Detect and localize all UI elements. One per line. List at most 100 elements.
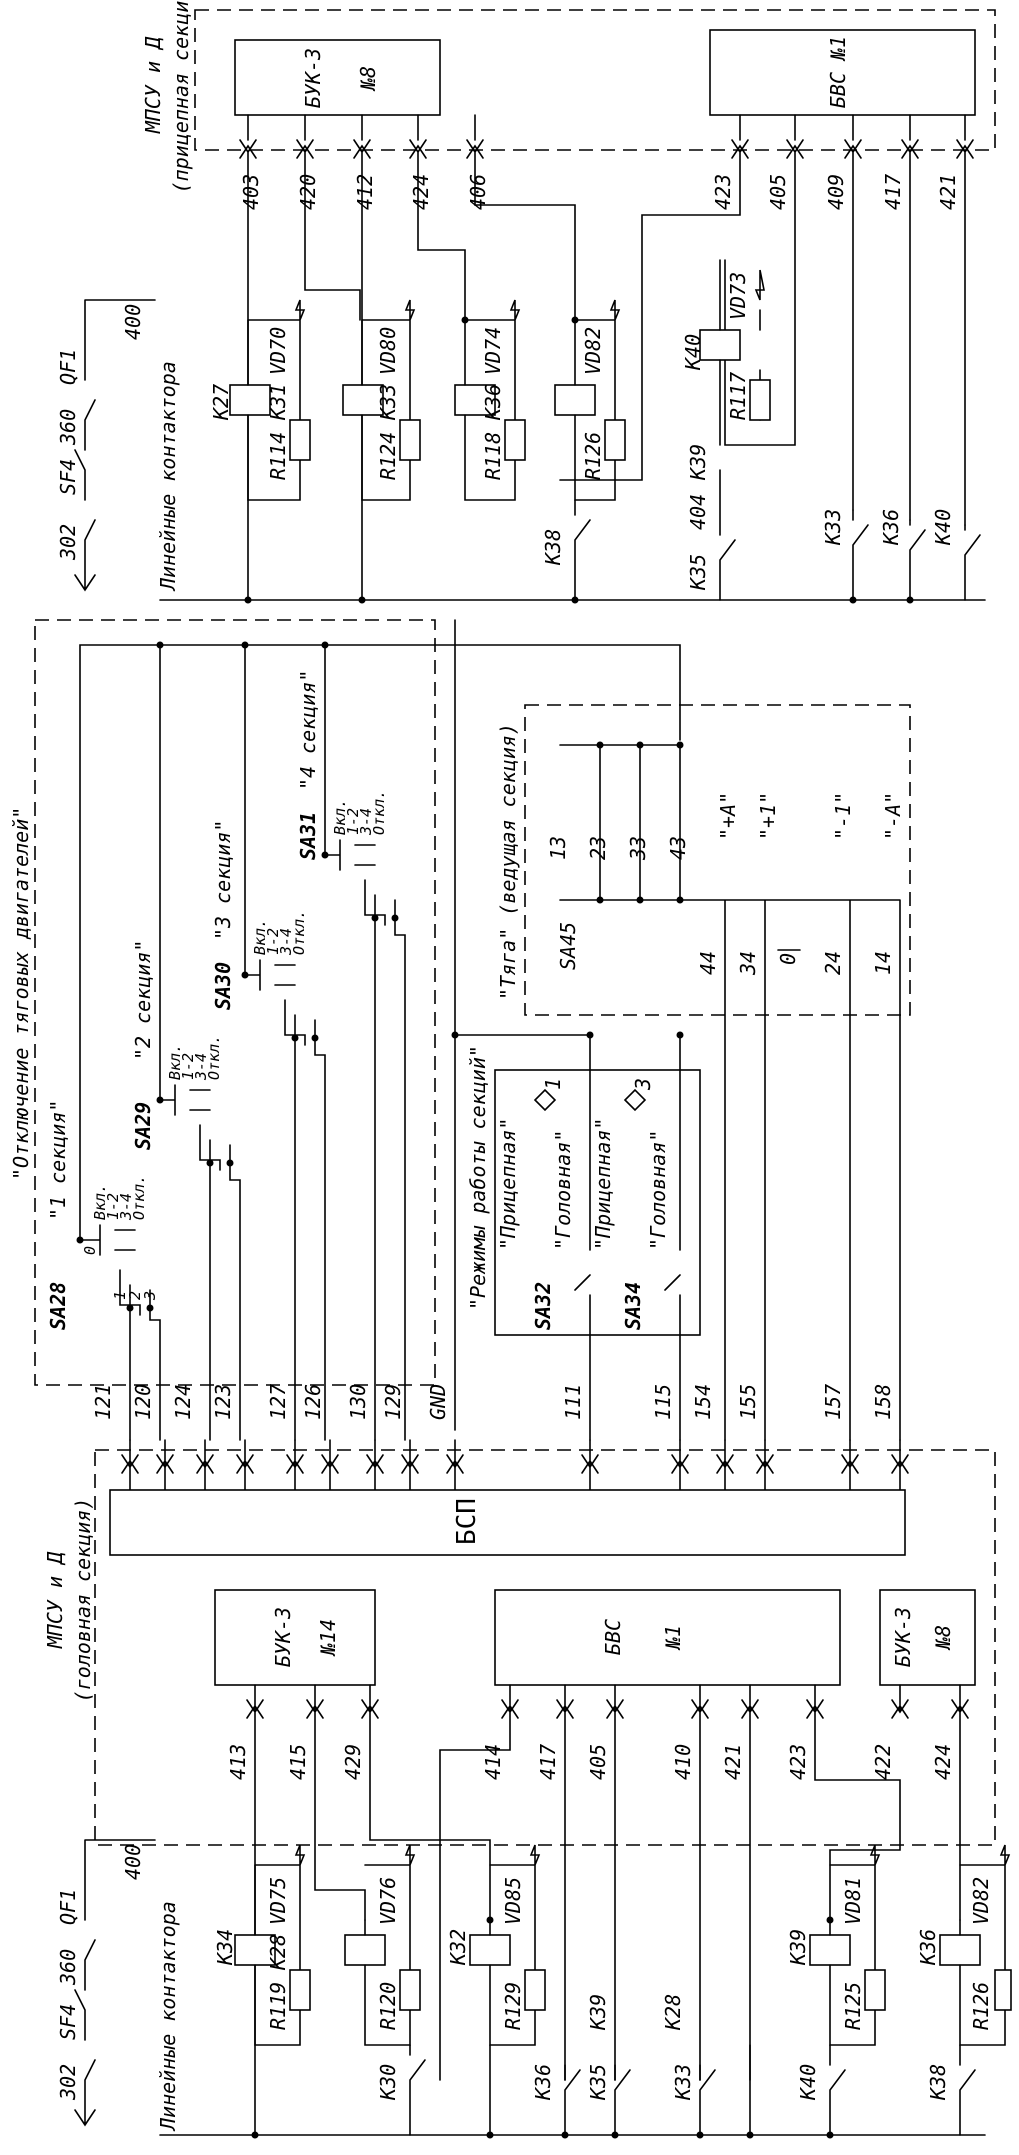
sa45-pos-plus1: "+1" xyxy=(756,792,780,840)
sa34-trailing: "Прицепная" xyxy=(591,1118,615,1250)
top-coil-3-kc: K36 xyxy=(481,384,505,421)
bottom-mpsu-box xyxy=(94,1449,996,1846)
bottom-bvs-box xyxy=(494,1589,841,1686)
top-k40-coil: K40 VD73 R117 xyxy=(681,259,771,446)
bottom-contact-k33: K33 xyxy=(671,2064,695,2101)
top-coil-4: VD82 R126 xyxy=(554,299,626,501)
bsp-wire-154: 154 xyxy=(691,1384,715,1420)
top-coil-3-vd: VD74 xyxy=(481,327,505,375)
top-term-405: 405 xyxy=(766,174,790,210)
sa45-23: 23 xyxy=(586,836,610,860)
sa34-name: SA34 xyxy=(621,1282,645,1330)
bsp-wire-157: 157 xyxy=(821,1384,845,1420)
bottom-sf4: SF4 xyxy=(56,2004,80,2040)
top-coil-2: VD80 K33 R124 xyxy=(342,299,421,501)
sa45-33: 33 xyxy=(626,836,650,861)
bottom-coil-3-vd: VD85 xyxy=(501,1877,525,1925)
top-buk3-box xyxy=(234,39,441,116)
bottom-bvs-name: БВС xyxy=(601,1619,625,1655)
top-coil-3-r: R118 xyxy=(481,432,505,480)
top-junctions xyxy=(244,316,914,604)
sa28-name: SA28 xyxy=(46,1282,70,1330)
bottom-buk3a-box xyxy=(214,1589,376,1686)
bottom-coil-4-k: K39 xyxy=(786,1929,810,1966)
sa28-pos-off: Откл. xyxy=(130,1175,148,1220)
motor-disable-label: "Отключение тяговых двигателей" xyxy=(9,807,33,1180)
top-k35: K35 xyxy=(686,554,710,591)
sa45-name: SA45 xyxy=(556,922,580,970)
modes-label: "Режимы работы секций" xyxy=(466,1045,490,1310)
bottom-contact-k30: K30 xyxy=(376,2064,400,2101)
sa31-pos-34: 3-4 xyxy=(357,808,375,836)
top-coil-1: K27 VD70 K31 R114 xyxy=(209,299,311,501)
sa31-section: "4 секция" xyxy=(296,670,320,790)
bottom-terminal-labels: 413 415 429 414 417 405 410 421 423 422 … xyxy=(226,1744,955,1780)
sa31-pos-off: Откл. xyxy=(370,790,388,835)
sa28-section: "1 секция" xyxy=(46,1100,70,1220)
sa45-44: 44 xyxy=(696,951,720,975)
sa29-section: "2 секция" xyxy=(131,940,155,1060)
middle-section: "Отключение тяговых двигателей" SA28 "1 … xyxy=(9,619,911,1441)
top-bvs-box xyxy=(709,29,976,116)
sa45-14: 14 xyxy=(871,951,895,975)
sa45-43: 43 xyxy=(666,836,690,860)
top-power-feed: 302 SF4 360 QF1 400 Линейные контактора xyxy=(56,299,986,601)
sa30-pos-12: 1-2 xyxy=(264,928,282,955)
top-term-403: 403 xyxy=(239,174,263,210)
top-coil-4-r: R126 xyxy=(581,432,605,480)
bottom-line-contactors-label: Линейные контактора xyxy=(156,1901,180,2132)
bottom-coil-1: K34 VD75 K28 R119 xyxy=(213,1844,311,2046)
sa30-pos-off: Откл. xyxy=(290,910,308,955)
top-bvs-name: БВС №1 xyxy=(826,36,850,108)
top-term-409: 409 xyxy=(824,174,848,210)
sa32-leading: "Головная" xyxy=(551,1130,575,1250)
bottom-term-429: 429 xyxy=(341,1744,365,1780)
top-contact-k36: K36 xyxy=(879,509,903,546)
mode-3-arrow-icon xyxy=(623,1088,647,1112)
bottom-contact-k36: K36 xyxy=(531,2064,555,2101)
bottom-buk3a-name: БУК-3 xyxy=(271,1607,295,1667)
bottom-junctions xyxy=(251,1916,834,2139)
sa28-pos-12: 1-2 xyxy=(104,1193,122,1220)
bottom-buk3a-num: №14 xyxy=(316,1619,340,1657)
top-terminal-labels: 403 420 412 424 406 423 405 409 417 421 xyxy=(239,174,960,210)
sa28-pos-34: 3-4 xyxy=(117,1193,135,1221)
bsp-wire-124: 124 xyxy=(171,1384,195,1420)
sa45-0: 0 xyxy=(776,953,800,965)
top-term-423: 423 xyxy=(711,174,735,210)
sa45-13: 13 xyxy=(546,836,570,860)
top-term-420: 420 xyxy=(296,174,320,210)
bottom-bvs-num: №1 xyxy=(661,1625,685,1651)
top-wire-400: 400 xyxy=(121,304,145,340)
bottom-contact-k38: K38 xyxy=(926,2064,950,2101)
sa29-pos-off: Откл. xyxy=(205,1035,223,1080)
bsp-wire-129: 129 xyxy=(381,1384,405,1420)
sa45-34: 34 xyxy=(736,951,760,976)
top-coil-1-k: K27 xyxy=(209,384,233,421)
bottom-term-417: 417 xyxy=(536,1744,560,1780)
top-line-contactors-label: Линейные контактора xyxy=(156,361,180,592)
bsp-wire-labels: 121 120 124 123 127 126 130 129 GND 111 … xyxy=(91,1384,895,1420)
top-terminals xyxy=(239,114,974,601)
bottom-k39b: K39 xyxy=(586,1994,610,2031)
modes-switches: SA32 SA34 "Прицепная" "Головная" "Прицеп… xyxy=(451,1031,684,1441)
sa29-switch: SA29 "2 секция" Вкл. 1-2 3-4 Откл. xyxy=(131,940,241,1441)
top-contact-k33: K33 xyxy=(821,509,845,546)
bottom-contact-k40: K40 xyxy=(796,2064,820,2101)
sa30-section: "3 секция" xyxy=(211,820,235,940)
top-coil-1-vd: VD70 xyxy=(266,327,290,375)
sa30-switch: SA30 "3 секция" Вкл. 1-2 3-4 Откл. xyxy=(211,820,326,1441)
bsp-wire-123: 123 xyxy=(211,1384,235,1420)
top-coil-2-kc: K33 xyxy=(376,384,400,421)
bottom-coil-3-k: K32 xyxy=(446,1929,470,1966)
bsp-wire-126: 126 xyxy=(301,1384,325,1420)
bottom-qf1: QF1 xyxy=(56,1889,80,1925)
bottom-section-label: (головная секция) xyxy=(71,1498,95,1703)
top-mpsu-label: МПСУ и Д xyxy=(141,36,165,134)
bottom-term-413: 413 xyxy=(226,1744,250,1780)
bottom-coil-1-kc: K28 xyxy=(266,1934,290,1971)
bottom-wire-400: 400 xyxy=(121,1844,145,1880)
bottom-coil-5-k: K36 xyxy=(916,1929,940,1966)
bottom-buk3b-num: №8 xyxy=(931,1625,955,1651)
bottom-coil-1-r: R119 xyxy=(266,1982,290,2030)
